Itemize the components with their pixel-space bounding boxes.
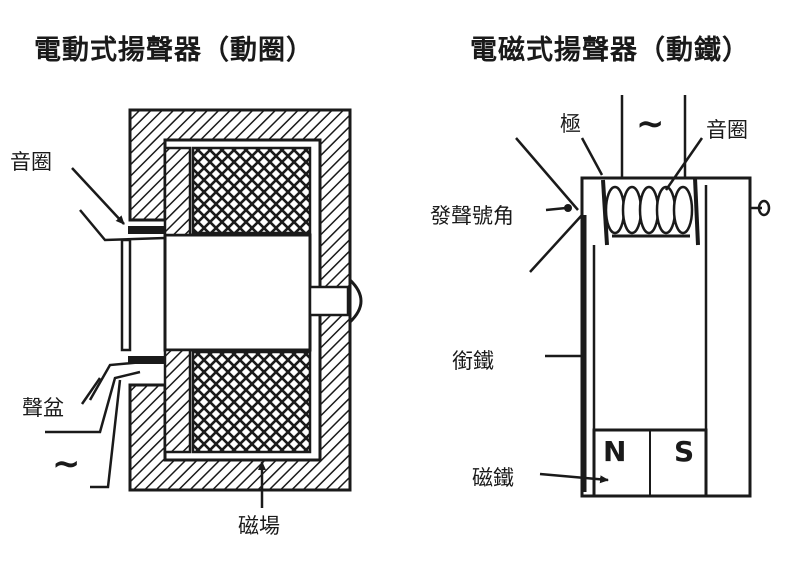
right-title: 電磁式揚聲器（動鐵） — [470, 35, 750, 66]
mounting-screw-head — [757, 199, 771, 217]
left-title: 電動式揚聲器（動圈） — [34, 35, 314, 66]
upper-field-coil — [191, 146, 312, 235]
voice-coil-label: 音圈 — [10, 150, 52, 174]
coil-windings — [604, 185, 694, 238]
rear-terminal — [308, 285, 350, 317]
cone-lower — [88, 358, 166, 401]
moving-iron-speaker — [515, 95, 771, 498]
horn-lower — [529, 214, 583, 273]
south-pole-label: S — [674, 435, 695, 468]
voice-coil-pointer-right — [664, 137, 704, 191]
cone-pointer — [80, 377, 102, 405]
magnet-label: 磁場 — [238, 514, 280, 538]
cone-label: 聲盆 — [22, 396, 64, 420]
horn-pointer — [545, 206, 567, 212]
pole-label: 極 — [560, 112, 581, 136]
voice-coil-upper — [128, 226, 164, 234]
ac-symbol-left: ∼ — [52, 444, 81, 484]
upper-plate — [163, 146, 192, 237]
input-lead-upper — [45, 370, 141, 434]
voice-coil-former — [120, 238, 132, 352]
armature-pivot — [564, 204, 572, 212]
magnet-label-right: 磁鐵 — [472, 466, 514, 490]
voice-coil-lower — [128, 356, 164, 364]
pole-pointer — [580, 137, 604, 176]
north-pole-label: N — [603, 435, 627, 468]
lower-plate — [163, 348, 192, 454]
lower-field-coil — [191, 350, 312, 454]
rear-terminal-cap — [348, 278, 363, 324]
moving-coil-speaker — [45, 108, 363, 508]
horn-label: 發聲號角 — [430, 204, 514, 228]
voice-coil-pointer — [71, 167, 125, 225]
pole-piece-right — [693, 177, 700, 246]
input-lead-lower — [90, 379, 122, 489]
voice-coil-label-right: 音圈 — [706, 118, 748, 142]
horn-diaphragm — [515, 137, 579, 211]
ac-symbol-right: ∼ — [636, 104, 665, 144]
center-pole-piece — [163, 233, 312, 352]
pole-piece-left — [601, 179, 609, 246]
cone-upper — [79, 209, 166, 242]
armature-label: 銜鐵 — [452, 349, 494, 373]
magnet-pointer-right — [539, 472, 609, 484]
